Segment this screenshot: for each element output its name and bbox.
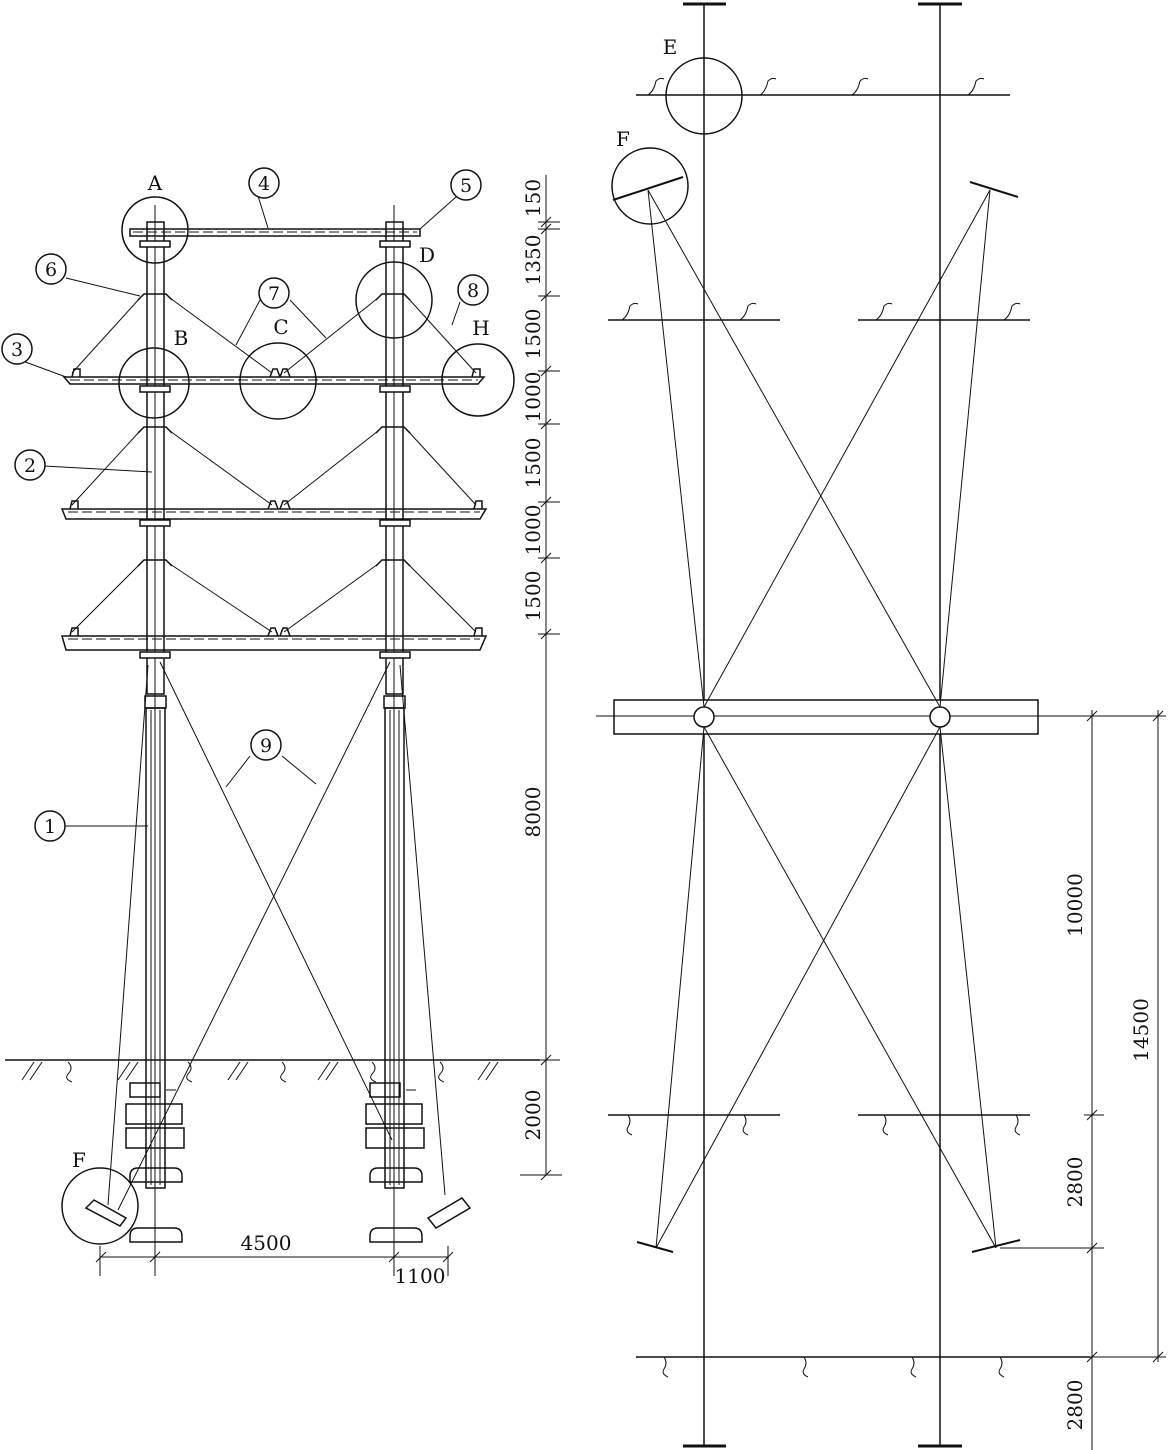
callout-2: 2 [24,455,36,477]
callout-leaders [19,195,461,827]
horizontal-dimensions [95,1246,454,1276]
detail-label-f-left: F [72,1148,86,1172]
detail-label-h: H [472,316,489,340]
ground-line [5,1059,540,1083]
arm-braces [71,293,477,633]
plan-pole-left [693,706,715,728]
dim-1000-a: 1000 [521,372,545,423]
plan-detail-circle-f [611,147,689,225]
dim-1350: 1350 [521,235,545,286]
dim-4500: 4500 [241,1231,292,1255]
callout-5: 5 [460,175,472,197]
left-foundation [84,1082,185,1243]
plan-view: E F 10000 14500 2800 2800 [596,2,1166,1450]
dim-10000: 10000 [1063,873,1087,937]
detail-label-b: B [174,326,189,350]
dim-14500: 14500 [1129,998,1153,1062]
top-beam [129,228,421,237]
plan-dimension-chain [1000,710,1166,1450]
vertical-dimension-chain: 150 1350 1500 1000 1500 1000 1500 8000 2… [520,175,562,1181]
detail-letters: A B C D H F [72,171,490,1172]
dim-1500-c: 1500 [521,571,545,622]
guy-wires [107,661,446,1211]
callout-3: 3 [11,339,23,361]
callout-9: 9 [260,735,272,757]
callout-6: 6 [45,259,57,281]
dim-2000: 2000 [521,1090,545,1141]
right-foundation [365,1082,472,1243]
dim-1500-b: 1500 [521,438,545,489]
callout-circles [1,167,489,842]
dim-2800-a: 2800 [1063,1157,1087,1208]
plan-ground-lines [608,77,1090,1378]
callout-1: 1 [44,816,56,838]
detail-label-d: D [419,243,435,267]
insulators [69,368,483,637]
right-pole [379,205,411,1270]
callout-7: 7 [268,283,280,305]
callout-8: 8 [467,280,479,302]
plan-pole-right [929,706,951,728]
cross-arm-2 [60,508,488,520]
callout-4: 4 [258,173,270,195]
detail-label-e: E [663,35,678,59]
left-pole [139,205,171,1270]
dim-1000-b: 1000 [521,505,545,556]
plan-cross-arm [613,699,1039,735]
dim-1500-a: 1500 [521,309,545,360]
detail-label-f-plan: F [616,127,630,151]
callout-numbers: 1 2 3 4 5 6 7 8 9 [11,173,479,838]
elevation-view: 1 2 3 4 5 6 7 8 9 A B C D H F [1,167,562,1288]
dim-1100: 1100 [395,1264,446,1288]
plan-detail-circle-e [665,57,743,135]
plan-guy-wires [647,189,997,1249]
dim-2800-b: 2800 [1063,1380,1087,1431]
dim-8000: 8000 [521,787,545,838]
cross-arm-3 [61,635,488,651]
detail-circles [61,196,515,1245]
detail-label-a: A [147,171,163,195]
dim-150: 150 [521,179,545,217]
detail-label-c: C [273,315,288,339]
cross-arm-1 [62,376,486,385]
